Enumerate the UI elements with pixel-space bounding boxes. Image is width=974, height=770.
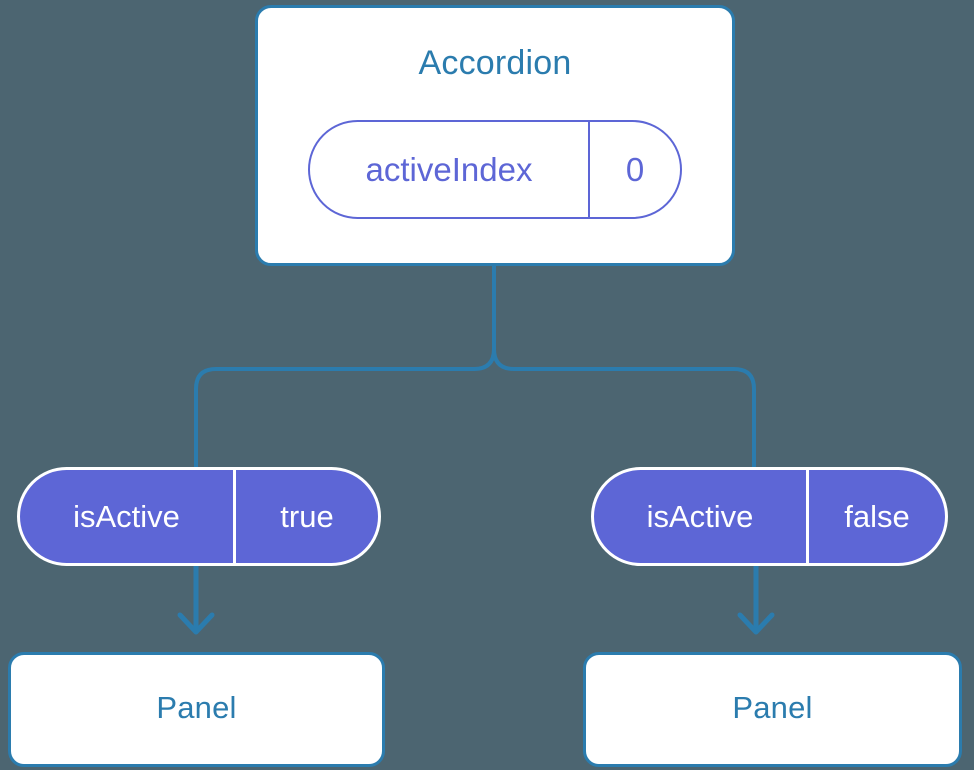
prop-pill-isactive-false-value: false xyxy=(806,470,945,563)
prop-pill-isactive-true-key: isActive xyxy=(73,499,180,534)
node-panel-right[interactable]: Panel xyxy=(583,652,962,767)
prop-pill-activeindex[interactable]: activeIndex 0 xyxy=(308,120,682,219)
node-panel-left[interactable]: Panel xyxy=(8,652,385,767)
prop-pill-activeindex-key: activeIndex xyxy=(365,151,533,188)
node-panel-right-title: Panel xyxy=(732,690,813,725)
arrow-left xyxy=(177,563,215,635)
node-accordion-title: Accordion xyxy=(418,44,572,82)
prop-pill-isactive-false-key: isActive xyxy=(646,499,754,534)
prop-pill-isactive-true-value: true xyxy=(233,470,378,563)
node-panel-left-title: Panel xyxy=(156,690,237,725)
arrow-right xyxy=(737,563,775,635)
prop-pill-activeindex-value: 0 xyxy=(588,122,680,217)
prop-pill-isactive-true[interactable]: isActive true xyxy=(17,467,381,566)
prop-pill-isactive-false[interactable]: isActive false xyxy=(591,467,948,566)
tree-connector-path xyxy=(194,264,756,469)
